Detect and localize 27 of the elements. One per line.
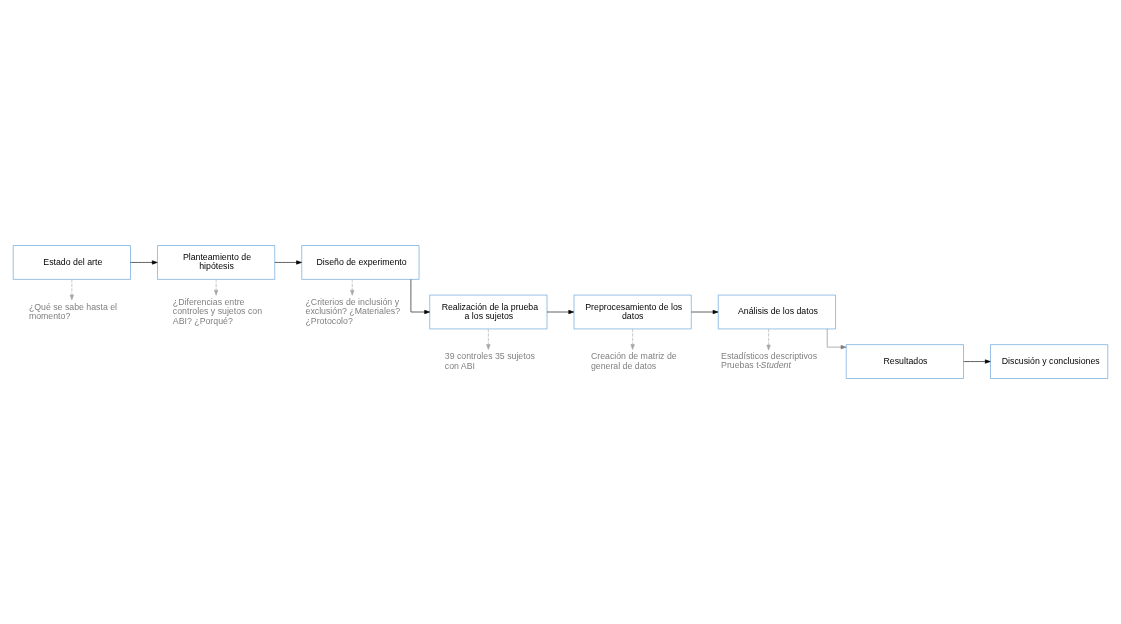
node-box: Preprocesamiento de los datos (573, 294, 692, 330)
arrow (546, 309, 575, 315)
node-box: Resultados (845, 344, 964, 379)
arrow (69, 279, 74, 301)
node-text: Creación de matriz de general de datos (590, 351, 677, 371)
node-box: Discusión y conclusiones (990, 344, 1109, 379)
arrow (350, 279, 355, 296)
arrow (691, 309, 719, 315)
node-text: 39 controles 35 sujetos con ABI (444, 351, 535, 371)
node-box: Realización de la prueba a los sujetos (429, 294, 548, 330)
node-box: Estado del arte (12, 245, 131, 280)
arrow (274, 260, 302, 265)
arrow (410, 279, 430, 315)
arrow (214, 279, 219, 296)
node-box: Análisis de los datos (717, 294, 836, 330)
node-text: Estadísticos descriptivos Pruebas t-Student (721, 351, 818, 370)
node-text: ¿Qué se sabe hasta el momento? (28, 301, 118, 322)
arrow (766, 328, 771, 351)
arrow (486, 328, 491, 350)
node-text: ¿Diferencias entre controles y sujetos con ABI? ¿Porqué? (172, 296, 263, 326)
arrow (826, 328, 847, 350)
arrow (130, 260, 158, 265)
node-text: ¿Criterios de inclusión y exclusión? ¿Materiales? ¿Protocolo? (305, 296, 401, 326)
node-box: Planteamiento de hipótesis (157, 245, 276, 280)
node-box: Diseño de experimento (301, 245, 420, 280)
arrow (963, 359, 991, 364)
arrow (630, 328, 635, 350)
